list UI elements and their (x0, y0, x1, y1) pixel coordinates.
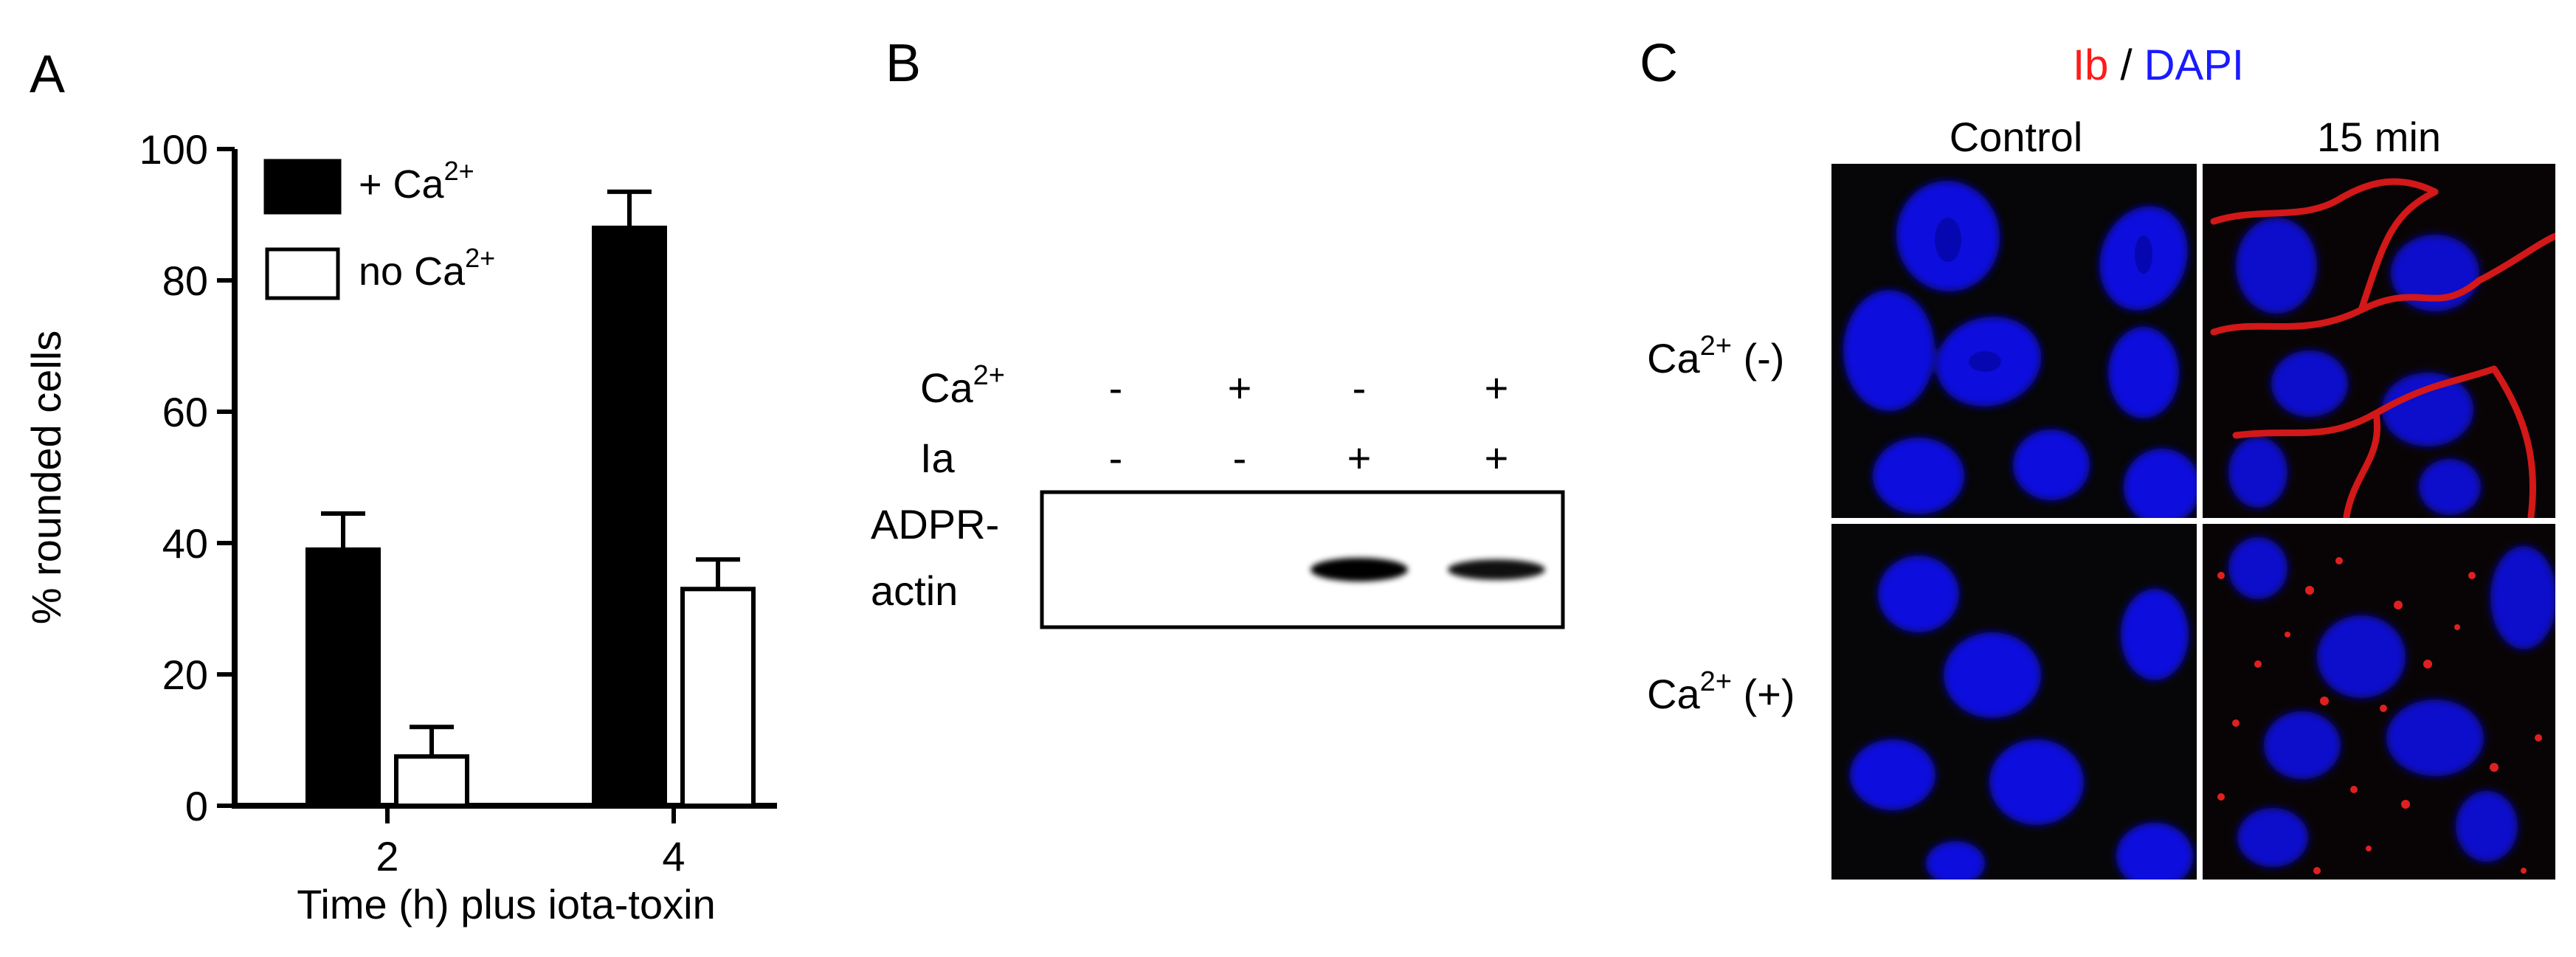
panel-c-label: C (1640, 34, 1678, 93)
row-label-ca-plus: Ca2+ (+) (1647, 666, 1795, 717)
lane-sign-ia: - (1233, 435, 1247, 481)
legend-swatch-with-ca (263, 159, 342, 215)
blot-label-line1: ADPR- (871, 501, 999, 547)
y-ticks: 0 20 40 60 80 100 (139, 126, 235, 829)
blot-band (1311, 558, 1408, 581)
panel-b: B Ca2+ Ia - - + - - + + + ADPR- actin (871, 34, 1565, 629)
lane-sign-ca: + (1228, 365, 1252, 411)
blot-band (1448, 559, 1545, 580)
y-tick-label: 80 (162, 258, 208, 304)
row-label-ca-minus: Ca2+ (-) (1647, 331, 1784, 381)
column-label-control: Control (1950, 114, 2083, 160)
legend-swatch-no-ca (265, 247, 340, 300)
x-tick-label: 2 (376, 833, 398, 880)
panel-c: C Ib / DAPI Control 15 min Ca2+ (-) Ca2+… (1640, 34, 2558, 882)
lane-sign-ia: + (1485, 435, 1509, 481)
micrograph-control-ca-minus (1831, 164, 2197, 518)
lane-sign-ca: - (1353, 365, 1367, 411)
legend-label-with-ca: + Ca2+ (359, 156, 474, 207)
column-label-15min: 15 min (2317, 114, 2441, 160)
y-tick-label: 40 (162, 520, 208, 567)
micrograph-15min-ca-minus (2203, 164, 2555, 518)
x-tick-label: 4 (662, 833, 685, 880)
blot-frame (1040, 490, 1565, 629)
y-tick-label: 0 (185, 783, 208, 829)
blot-bands (1311, 558, 1545, 581)
lane-sign-ca: - (1109, 365, 1123, 411)
y-axis-title: % rounded cells (23, 331, 69, 624)
y-tick-label: 100 (139, 126, 208, 173)
micrograph-control-ca-plus (1831, 524, 2197, 880)
y-tick-label: 20 (162, 652, 208, 698)
lane-sign-ia: + (1347, 435, 1372, 481)
stain-dapi: DAPI (2144, 41, 2244, 89)
legend-label-no-ca: no Ca2+ (359, 243, 495, 294)
stain-separator: / (2108, 41, 2144, 89)
bar-with-ca (305, 547, 381, 809)
bar-with-ca (592, 225, 667, 808)
stain-ib: Ib (2073, 41, 2108, 89)
panel-a-label: A (30, 45, 65, 104)
bar-no-ca (680, 587, 756, 808)
stain-legend: Ib / DAPI (2073, 41, 2244, 89)
x-axis-title: Time (h) plus iota-toxin (297, 881, 715, 927)
panel-b-label: B (885, 34, 921, 93)
bar-no-ca (394, 754, 469, 808)
bars (305, 189, 756, 809)
row-label-ca: Ca2+ (920, 360, 1005, 411)
blot-label-line2: actin (871, 567, 958, 614)
row-label-ia: Ia (920, 435, 956, 481)
micrograph-15min-ca-plus (2203, 524, 2555, 880)
lane-signs: - - + - - + + + (1109, 365, 1509, 481)
lane-sign-ca: + (1485, 365, 1509, 411)
legend: + Ca2+ no Ca2+ (263, 156, 495, 300)
y-tick-label: 60 (162, 389, 208, 435)
lane-sign-ia: - (1109, 435, 1123, 481)
